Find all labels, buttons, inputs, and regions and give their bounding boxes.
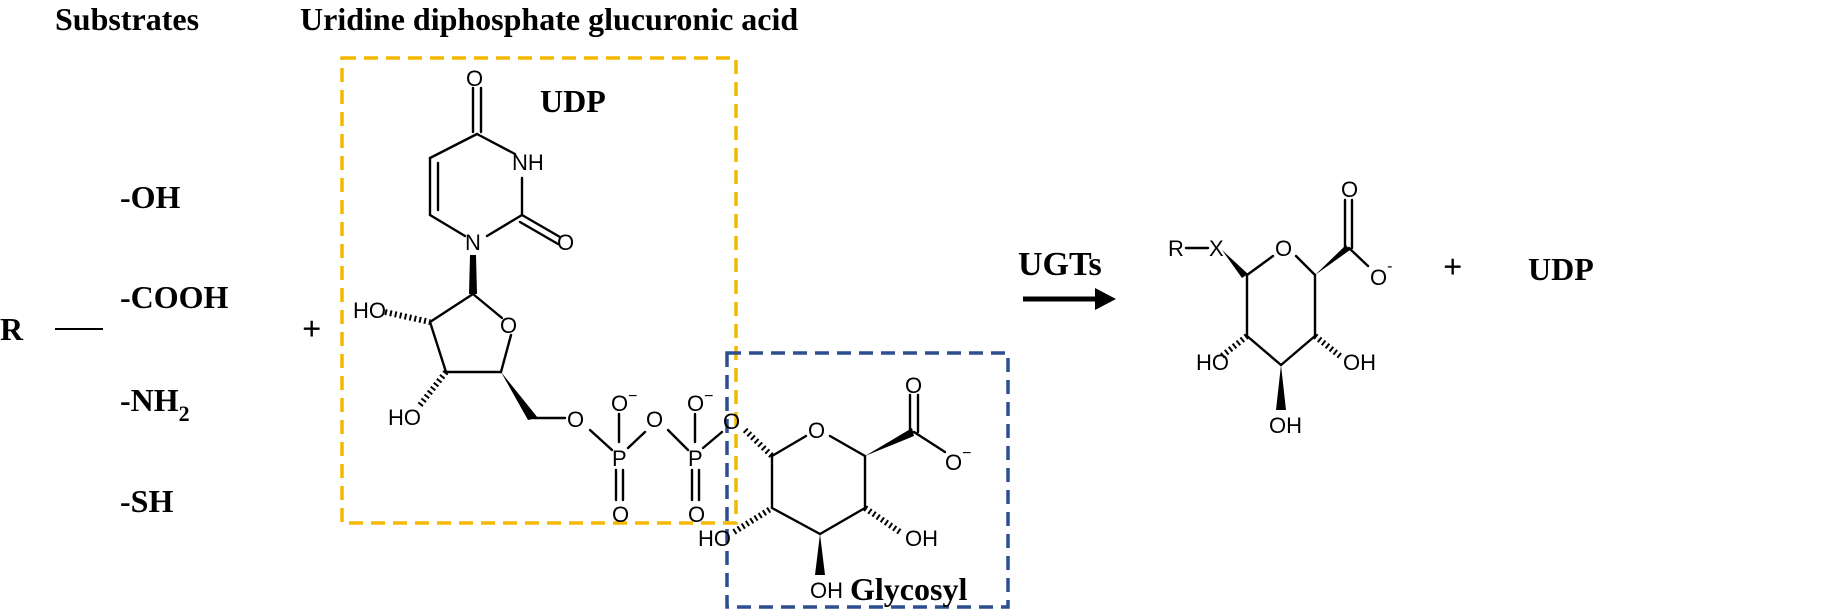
atom-r: R [1168,236,1184,261]
atom-nh: NH [512,150,544,175]
cofactor-title: Uridine diphosphate glucuronic acid [300,1,798,37]
atom-oh: OH [1343,350,1376,375]
atom-o: O [1275,236,1292,261]
atom-ho: HO [388,405,421,430]
atom-o: O [466,66,483,91]
diphosphate-chain: O O− P O O O− P O O [567,388,740,527]
atom-o: O [808,418,825,443]
atom-o-minus: O− [611,388,637,416]
ribose-ring: O HO HO [353,255,567,430]
substrate-block: R -OH -COOH -NH2 -SH [0,179,229,519]
uracil-ring: O NH O N [428,66,574,255]
atom-p: P [688,446,703,471]
atom-o: O [905,373,922,398]
atom-o: O [500,313,517,338]
arrow-head-icon [1095,288,1116,310]
atom-oh: OH [810,578,843,603]
atom-o: O [646,407,663,432]
atom-n: N [465,230,481,255]
glycosyl-box-label: Glycosyl [850,571,967,607]
group-cooh: -COOH [120,279,229,315]
atom-o-minus: O− [687,388,713,416]
atom-x: X [1209,236,1224,261]
r-group-label: R [0,311,24,347]
atom-oh: OH [1269,413,1302,438]
atom-o: O [723,409,740,434]
plus-sign-1: + [302,311,321,348]
atom-o: O [688,502,705,527]
reaction-arrow: UGTs [1018,246,1116,310]
atom-o-minus: O- [1370,258,1392,290]
substrates-title: Substrates [55,1,199,37]
product-glucuronide: R X O O O- HO OH OH [1168,177,1392,438]
udp-box-label: UDP [540,83,606,119]
glucuronate-ring: O O O− HO OH OH [698,373,971,603]
enzyme-label: UGTs [1018,246,1102,283]
byproduct-udp: UDP [1528,251,1594,287]
atom-o: O [1341,177,1358,202]
atom-o: O [567,407,584,432]
group-sh: -SH [120,483,173,519]
group-nh2: -NH2 [120,382,190,426]
atom-ho: HO [1196,350,1229,375]
udp-box [340,56,738,525]
glycosyl-box [725,351,1010,609]
atom-o: O [557,230,574,255]
group-oh: -OH [120,179,181,215]
atom-oh: OH [905,526,938,551]
atom-ho: HO [353,298,386,323]
atom-o-minus: O− [945,445,971,475]
plus-sign-2: + [1443,249,1462,286]
atom-o: O [612,502,629,527]
atom-ho: HO [698,526,731,551]
atom-p: P [612,446,627,471]
